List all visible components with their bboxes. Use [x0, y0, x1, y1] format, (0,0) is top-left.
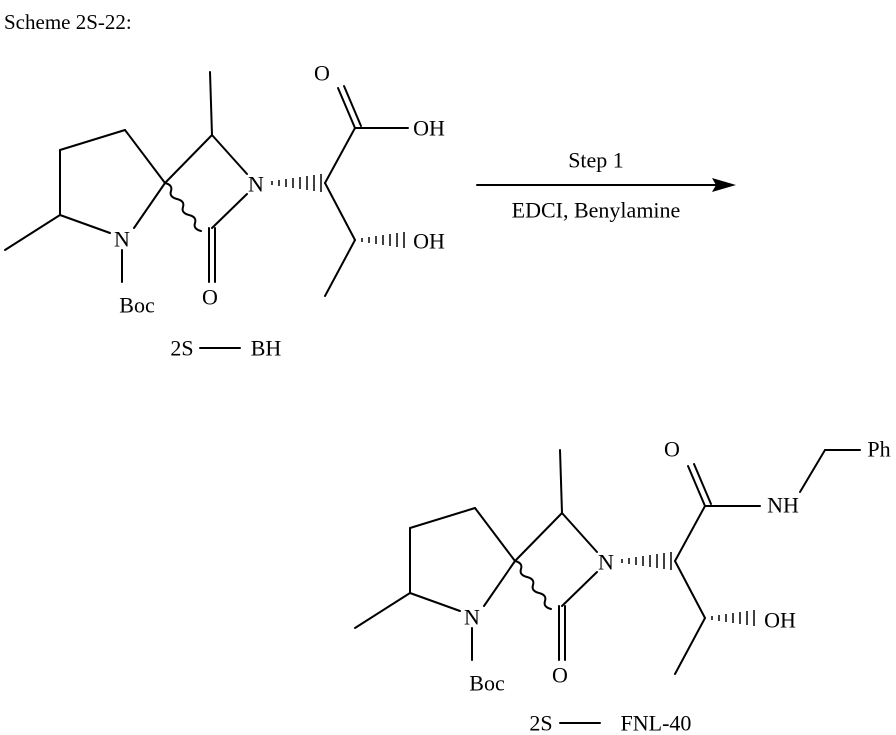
- reagents-label: EDCI, Benylamine: [512, 198, 681, 223]
- product-name-suffix: FNL-40: [621, 711, 692, 735]
- atom-o-amide: O: [664, 437, 680, 462]
- reactant-structure: N N Boc O O OH OH 2S BH: [5, 61, 445, 361]
- atom-n-lactam: N: [598, 550, 614, 575]
- atom-o-lactam: O: [202, 285, 218, 310]
- reactant-name-prefix: 2S: [170, 336, 193, 361]
- scheme-title: Scheme 2S-22:: [4, 10, 132, 34]
- phenyl-group: Ph: [867, 437, 890, 462]
- reaction-arrow: Step 1 EDCI, Benylamine: [477, 148, 736, 223]
- product-structure: N N Boc O O NH Ph OH 2S FNL-40: [355, 437, 891, 735]
- step-label: Step 1: [568, 148, 624, 173]
- atom-oh-acid: OH: [413, 116, 445, 141]
- reactant-name-suffix: BH: [251, 336, 282, 361]
- atom-n-pyrrolidine: N: [464, 605, 480, 630]
- product-name-prefix: 2S: [529, 711, 552, 735]
- atom-oh: OH: [764, 608, 796, 633]
- boc-group: Boc: [469, 671, 505, 696]
- atom-oh: OH: [413, 229, 445, 254]
- atom-o-acid: O: [314, 61, 330, 86]
- atom-n-lactam: N: [248, 172, 264, 197]
- atom-o-lactam: O: [552, 663, 568, 688]
- boc-group: Boc: [119, 293, 155, 318]
- atom-nh-amide: NH: [767, 493, 799, 518]
- atom-n-pyrrolidine: N: [114, 227, 130, 252]
